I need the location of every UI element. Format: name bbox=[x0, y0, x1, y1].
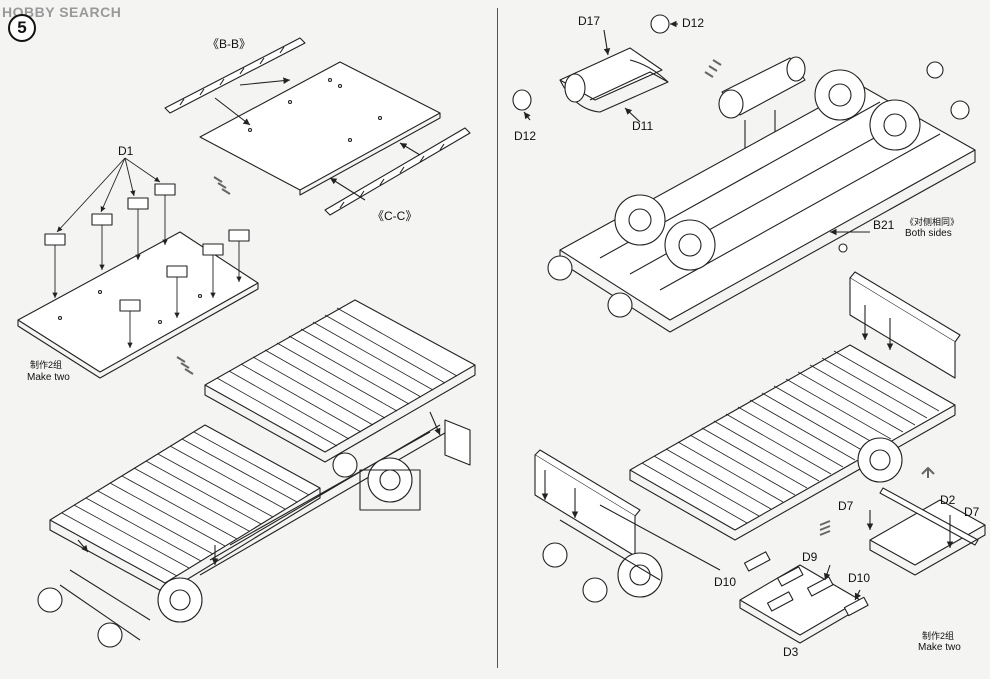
assembled-tank bbox=[718, 56, 806, 119]
stake-panel-top-right bbox=[849, 271, 961, 379]
label-d9: D9 bbox=[802, 550, 818, 564]
right-flatcar-deck bbox=[629, 344, 956, 541]
right-lower-chassis bbox=[542, 437, 903, 603]
label-d3: D3 bbox=[783, 645, 799, 659]
label-b21: B21 bbox=[873, 218, 895, 232]
upper-plank-deck bbox=[204, 299, 476, 463]
label-d7-left: D7 bbox=[838, 499, 854, 513]
label-d10-left: D10 bbox=[714, 575, 737, 589]
lower-plank-deck bbox=[49, 424, 321, 594]
watermark: HOBBY SEARCH bbox=[2, 4, 122, 20]
label-make-two-cn-left: 制作2组 bbox=[30, 360, 63, 370]
label-both-sides: Both sides bbox=[905, 228, 952, 239]
d1-leader-lines bbox=[52, 157, 242, 348]
label-d1: D1 bbox=[118, 144, 134, 158]
b21-part bbox=[838, 243, 848, 253]
label-d12-left: D12 bbox=[514, 129, 537, 143]
bb-side-rail-part bbox=[164, 37, 306, 114]
d12-cap-top bbox=[650, 14, 670, 34]
label-make-two-right: Make two bbox=[918, 642, 961, 653]
label-d7-right: D7 bbox=[964, 505, 980, 519]
cc-side-rail-part bbox=[324, 127, 471, 216]
d1-blocks bbox=[44, 183, 250, 312]
stake-panel-left bbox=[534, 449, 641, 557]
top-floor-plate bbox=[199, 61, 441, 196]
label-cc: 《C-C》 bbox=[372, 209, 418, 223]
label-d17: D17 bbox=[578, 14, 601, 28]
panel-divider bbox=[497, 8, 498, 668]
d12-cap-left bbox=[512, 89, 532, 111]
left-chassis bbox=[37, 419, 471, 648]
step-number: 5 bbox=[8, 14, 36, 42]
d2-subframe bbox=[869, 487, 986, 576]
d9-d10-parts bbox=[743, 551, 869, 617]
label-d12-top: D12 bbox=[682, 16, 705, 30]
label-d11: D11 bbox=[632, 119, 654, 133]
label-bb: 《B-B》 bbox=[207, 37, 252, 51]
label-both-sides-cn: 《对侧相同》 bbox=[905, 217, 960, 227]
label-d2: D2 bbox=[940, 493, 956, 507]
label-d10-right: D10 bbox=[848, 571, 871, 585]
label-make-two-left: Make two bbox=[27, 372, 70, 383]
right-upper-chassis bbox=[547, 61, 976, 333]
tank-halves bbox=[559, 47, 669, 113]
label-make-two-cn-right: 制作2组 bbox=[922, 631, 955, 641]
